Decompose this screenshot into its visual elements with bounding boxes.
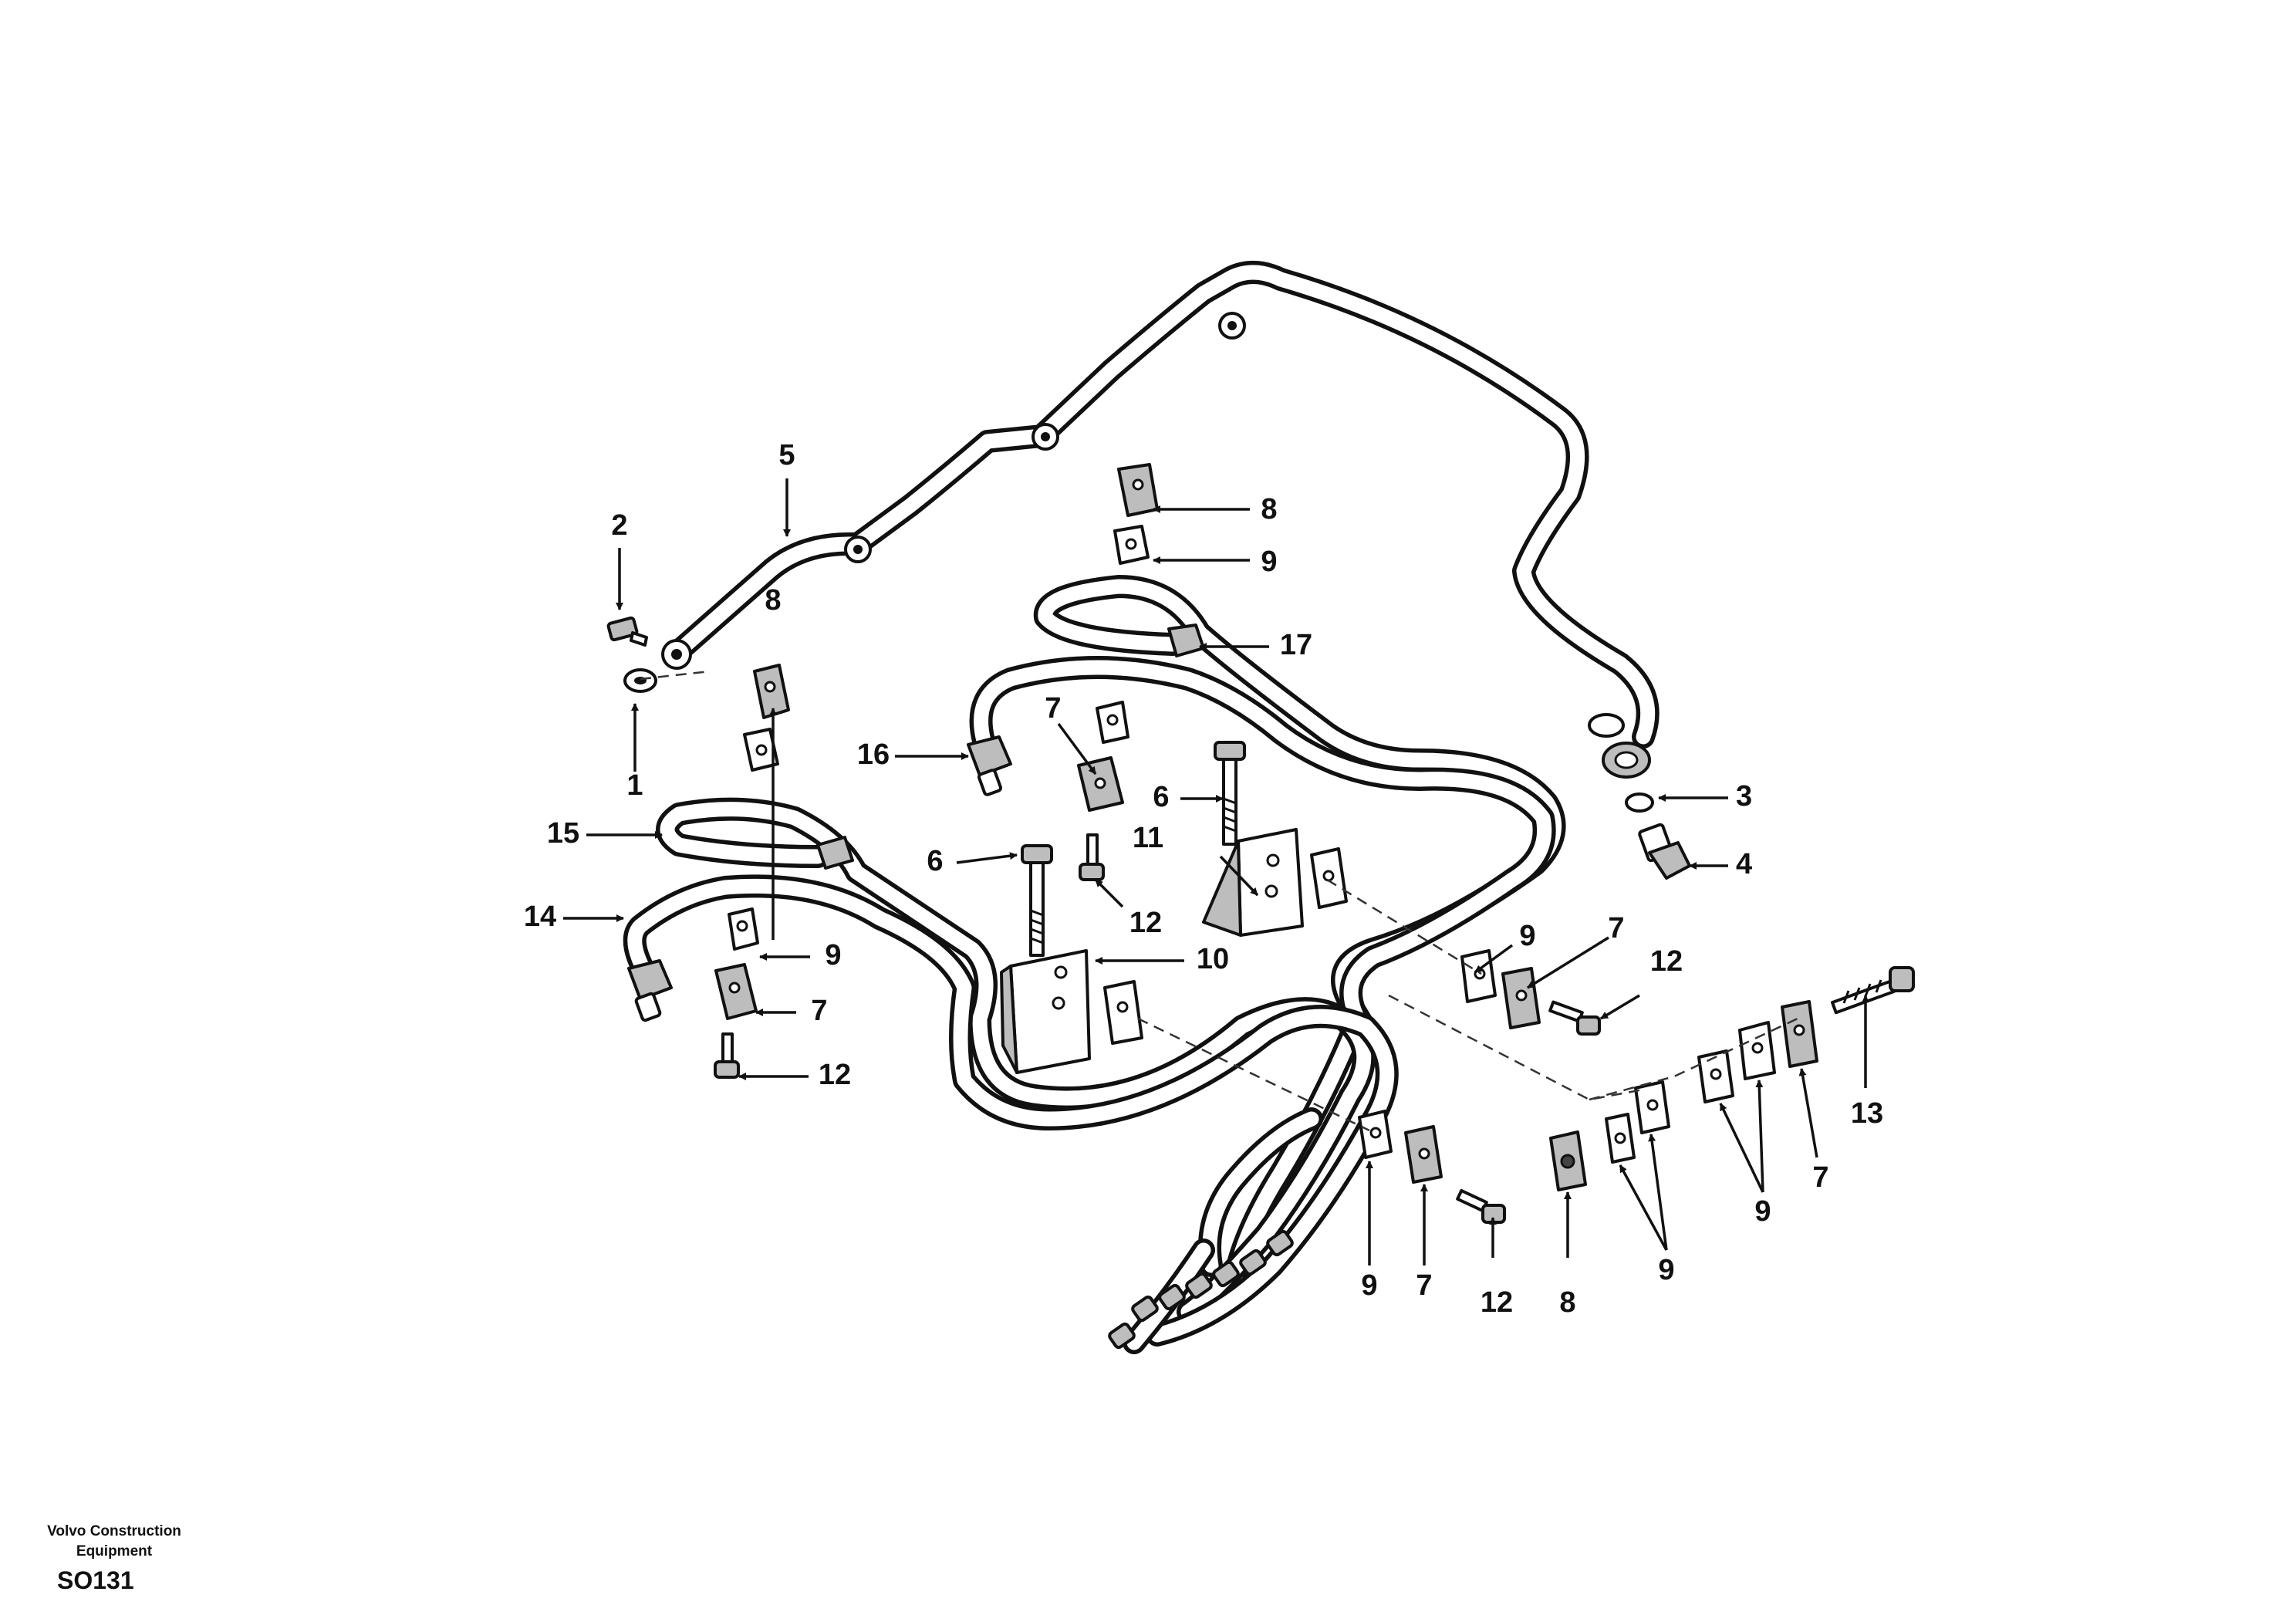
callout-9-bottom-right: 9 (1754, 1195, 1771, 1228)
callout-17: 17 (1280, 629, 1312, 661)
screws (714, 833, 1601, 1224)
callout-4: 4 (1736, 848, 1752, 880)
callout-6-upper: 6 (1153, 781, 1169, 813)
pipe-union-nuts (627, 623, 1205, 1022)
leak-off-return-pipe (661, 260, 1660, 748)
callout-5: 5 (778, 439, 795, 471)
bolts (1021, 741, 1246, 957)
callout-6-lower: 6 (927, 845, 943, 877)
callout-9-bottom-left: 9 (1361, 1269, 1377, 1302)
callout-8-top: 8 (1261, 493, 1277, 525)
callout-leaders (563, 478, 1869, 1265)
callout-2: 2 (611, 509, 627, 542)
outlet-nuts (1108, 1229, 1294, 1350)
callout-12-left: 12 (819, 1059, 851, 1091)
callout-14: 14 (524, 901, 556, 933)
callout-7-right: 7 (1812, 1161, 1828, 1194)
callout-9-top: 9 (1261, 546, 1277, 578)
injection-pipe-bundle (623, 575, 1566, 1354)
callout-12-right: 12 (1650, 945, 1683, 978)
callout-labels: 1 2 3 4 5 6 6 7 7 7 7 7 8 8 8 9 9 9 9 9 … (524, 439, 1883, 1319)
callout-3: 3 (1736, 780, 1752, 813)
bolt-13 (1831, 966, 1915, 1015)
callout-15: 15 (547, 817, 579, 850)
manufacturer-line-1: Volvo Construction (47, 1523, 181, 1539)
callout-9-left: 9 (825, 939, 841, 972)
callout-8-left: 8 (765, 584, 781, 617)
callout-9-bottom-mid: 9 (1658, 1254, 1674, 1286)
right-clip-set (1358, 949, 1818, 1191)
bracket-parts (1000, 828, 1348, 1074)
manufacturer-label: Volvo Construction Equipment (22, 1522, 207, 1562)
callout-9-mid: 9 (1519, 920, 1535, 952)
manufacturer-line-2: Equipment (76, 1543, 153, 1559)
callout-7-upper: 7 (1045, 692, 1061, 725)
callout-12-upper: 12 (1129, 907, 1162, 939)
clamp-clips (714, 463, 1159, 1020)
assembly-dash-lines (640, 670, 1798, 1132)
banjo-fitting-assembly (1588, 713, 1691, 880)
callout-11: 11 (1133, 822, 1163, 854)
callout-7-mid: 7 (1608, 912, 1624, 944)
callout-1: 1 (626, 769, 643, 802)
callout-7-left: 7 (811, 995, 827, 1027)
callout-7-bottom: 7 (1416, 1269, 1432, 1302)
diagram-code: SO131 (57, 1566, 134, 1594)
banjo-bolt-left (606, 616, 657, 693)
callout-8-bottom: 8 (1559, 1286, 1575, 1319)
callout-10: 10 (1197, 943, 1229, 975)
callout-12-bottom: 12 (1481, 1286, 1513, 1319)
callout-13: 13 (1851, 1097, 1883, 1130)
callout-16: 16 (857, 738, 890, 771)
